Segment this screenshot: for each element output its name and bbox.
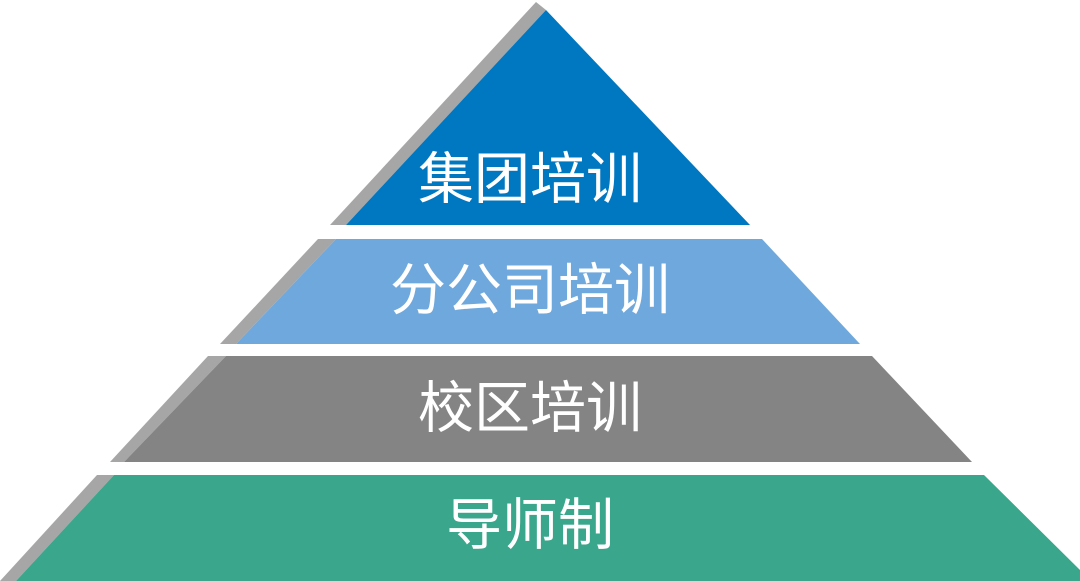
tier-campus-training: 校区培训 [110,356,972,462]
tier-shadow [330,2,546,225]
tier-label-mentorship: 导师制 [446,494,614,559]
tier-mentorship: 导师制 [0,475,1080,581]
tier-branch-training: 分公司培训 [220,239,860,344]
tier-shape [236,239,860,344]
tier-shadow [0,475,114,581]
tier-shape [346,10,750,225]
tier-group-training: 集团培训 [330,2,750,225]
tier-shadow [220,239,336,344]
tier-shape [124,356,972,462]
tier-label-campus-training: 校区培训 [418,377,642,442]
tier-shape [16,475,1080,581]
tier-shadow [110,356,226,462]
tier-label-group-training: 集团培训 [418,148,642,213]
tier-label-branch-training: 分公司培训 [390,259,670,324]
